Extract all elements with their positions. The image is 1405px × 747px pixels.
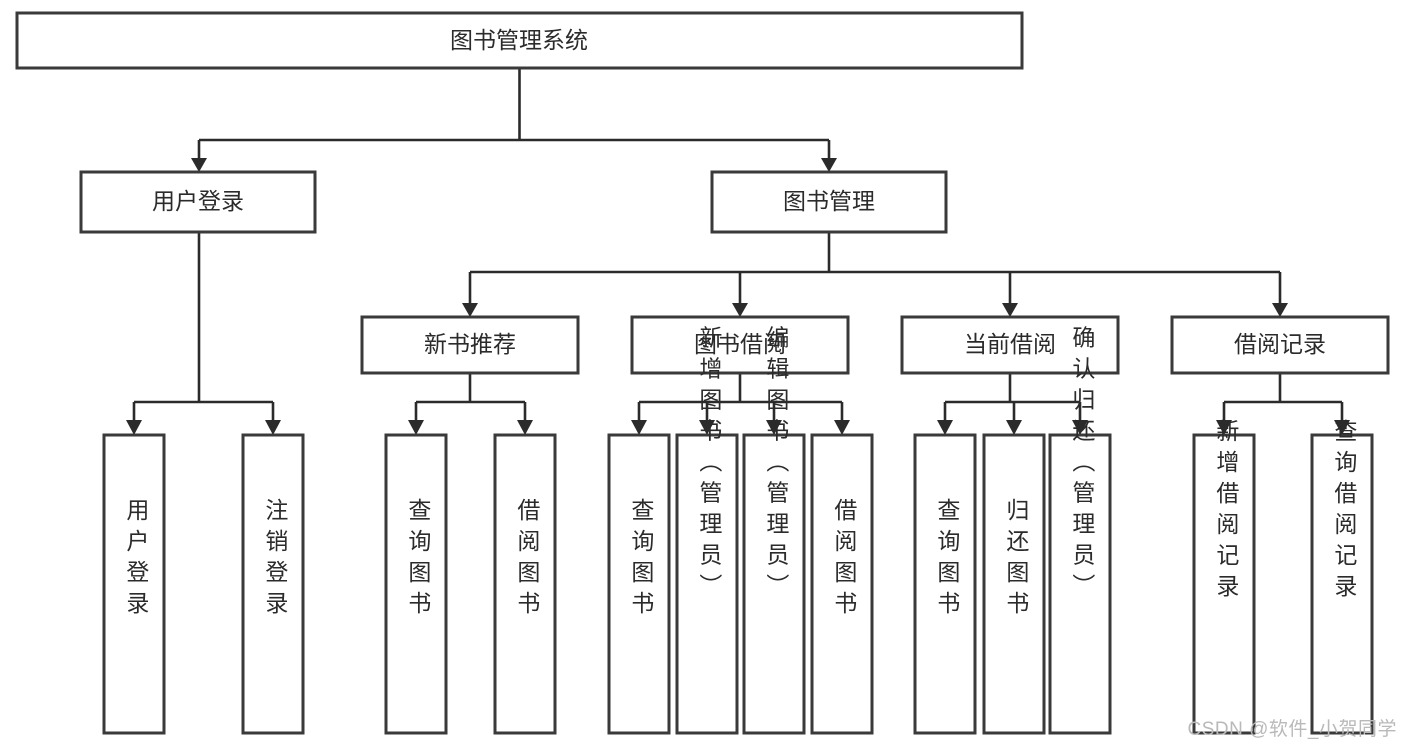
leaf-node-book-borrow-borrow-box[interactable] (810, 433, 874, 735)
node-root-system-label: 图书管理系统 (450, 27, 588, 53)
leaf-node-borrow-record-add-box[interactable] (1192, 433, 1256, 735)
leaf-node-user-login-login-box[interactable] (102, 433, 166, 735)
node-book-borrow-label: 图书借阅 (694, 331, 786, 357)
leaf-node-user-login-logout[interactable]: 注销登录 (241, 433, 305, 735)
leaf-node-book-borrow-edit[interactable]: 编辑图书（管理员） (742, 326, 806, 735)
leaf-node-book-borrow-borrow-label: 借阅图书 (831, 498, 858, 622)
leaf-node-new-book-borrow-box[interactable] (493, 433, 557, 735)
arrow-root-to-user-login (191, 158, 207, 172)
arrow-current-borrow-leaf-3 (1072, 420, 1088, 435)
arrow-current-borrow-leaf-1 (937, 420, 953, 435)
node-new-book-recommend-label: 新书推荐 (424, 331, 516, 357)
node-root-system[interactable]: 图书管理系统 (15, 11, 1024, 70)
leaf-node-borrow-record-query[interactable]: 查询借阅记录 (1310, 419, 1374, 735)
node-book-borrow[interactable]: 图书借阅 (630, 315, 850, 375)
node-new-book-recommend[interactable]: 新书推荐 (360, 315, 580, 375)
node-borrow-record-label: 借阅记录 (1234, 331, 1326, 357)
node-user-login[interactable]: 用户登录 (79, 170, 317, 234)
node-current-borrow[interactable]: 当前借阅 (900, 315, 1120, 375)
leaf-node-user-login-logout-box[interactable] (241, 433, 305, 735)
arrow-book-mgmt-to-borrow-record (1272, 303, 1288, 317)
leaf-node-current-borrow-confirm[interactable]: 确认归还（管理员） (1048, 326, 1112, 735)
leaf-node-book-borrow-edit-box[interactable] (742, 433, 806, 735)
arrow-borrow-record-leaf-1 (1216, 420, 1232, 435)
arrow-new-book-leaf-1 (408, 420, 424, 435)
leaf-node-borrow-record-query-label: 查询借阅记录 (1331, 419, 1358, 605)
leaf-node-book-borrow-query[interactable]: 查询图书 (607, 433, 671, 735)
node-book-management-label: 图书管理 (783, 188, 875, 214)
leaf-node-new-book-query[interactable]: 查询图书 (384, 433, 448, 735)
arrow-book-borrow-leaf-2 (699, 420, 715, 435)
node-book-borrow-box[interactable] (630, 315, 850, 375)
leaf-node-user-login-login[interactable]: 用户登录 (102, 433, 166, 735)
node-borrow-record-box[interactable] (1170, 315, 1390, 375)
leaf-node-book-borrow-add-label: 新增图书（管理员） (696, 326, 723, 605)
leaf-node-borrow-record-add-label: 新增借阅记录 (1213, 419, 1240, 605)
node-current-borrow-label: 当前借阅 (964, 331, 1056, 357)
leaf-node-current-borrow-confirm-label: 确认归还（管理员） (1069, 326, 1096, 605)
arrow-book-mgmt-to-current-borrow (1002, 303, 1018, 317)
arrow-root-to-book-mgmt (821, 158, 837, 172)
arrow-book-borrow-leaf-3 (766, 420, 782, 435)
node-user-login-box[interactable] (79, 170, 317, 234)
leaf-node-current-borrow-query-box[interactable] (913, 433, 977, 735)
leaf-node-current-borrow-confirm-box[interactable] (1048, 433, 1112, 735)
leaf-node-user-login-login-label: 用户登录 (123, 498, 150, 622)
arrow-current-borrow-leaf-2 (1006, 420, 1022, 435)
leaf-node-book-borrow-query-label: 查询图书 (628, 498, 655, 622)
leaf-node-borrow-record-query-box[interactable] (1310, 433, 1374, 735)
leaf-node-book-borrow-query-box[interactable] (607, 433, 671, 735)
node-book-management-box[interactable] (710, 170, 948, 234)
arrow-book-borrow-leaf-4 (834, 420, 850, 435)
leaf-node-new-book-query-label: 查询图书 (405, 498, 432, 622)
leaf-node-book-borrow-add[interactable]: 新增图书（管理员） (675, 326, 739, 735)
arrow-book-mgmt-to-book-borrow (732, 303, 748, 317)
leaf-node-borrow-record-add[interactable]: 新增借阅记录 (1192, 419, 1256, 735)
node-current-borrow-box[interactable] (900, 315, 1120, 375)
leaf-node-user-login-logout-label: 注销登录 (262, 498, 289, 622)
leaf-node-current-borrow-return-label: 归还图书 (1003, 498, 1030, 622)
arrow-user-login-leaf-1 (126, 420, 142, 435)
leaf-node-current-borrow-return[interactable]: 归还图书 (982, 433, 1046, 735)
leaf-node-book-borrow-edit-label: 编辑图书（管理员） (763, 326, 790, 605)
node-book-management[interactable]: 图书管理 (710, 170, 948, 234)
arrow-user-login-leaf-2 (265, 420, 281, 435)
arrow-book-borrow-leaf-1 (631, 420, 647, 435)
leaf-node-new-book-borrow-label: 借阅图书 (514, 498, 541, 622)
arrow-borrow-record-leaf-2 (1334, 420, 1350, 435)
leaf-node-current-borrow-query[interactable]: 查询图书 (913, 433, 977, 735)
arrow-book-mgmt-to-new-book (462, 303, 478, 317)
leaf-node-book-borrow-add-box[interactable] (675, 433, 739, 735)
leaf-node-book-borrow-borrow[interactable]: 借阅图书 (810, 433, 874, 735)
arrow-new-book-leaf-2 (517, 420, 533, 435)
node-borrow-record[interactable]: 借阅记录 (1170, 315, 1390, 375)
leaf-node-current-borrow-query-label: 查询图书 (934, 498, 961, 622)
node-new-book-recommend-box[interactable] (360, 315, 580, 375)
connector-layer (126, 68, 1350, 435)
leaf-node-new-book-query-box[interactable] (384, 433, 448, 735)
leaf-node-current-borrow-return-box[interactable] (982, 433, 1046, 735)
leaf-node-new-book-borrow[interactable]: 借阅图书 (493, 433, 557, 735)
node-root-system-box[interactable] (15, 11, 1024, 70)
node-user-login-label: 用户登录 (152, 188, 244, 214)
